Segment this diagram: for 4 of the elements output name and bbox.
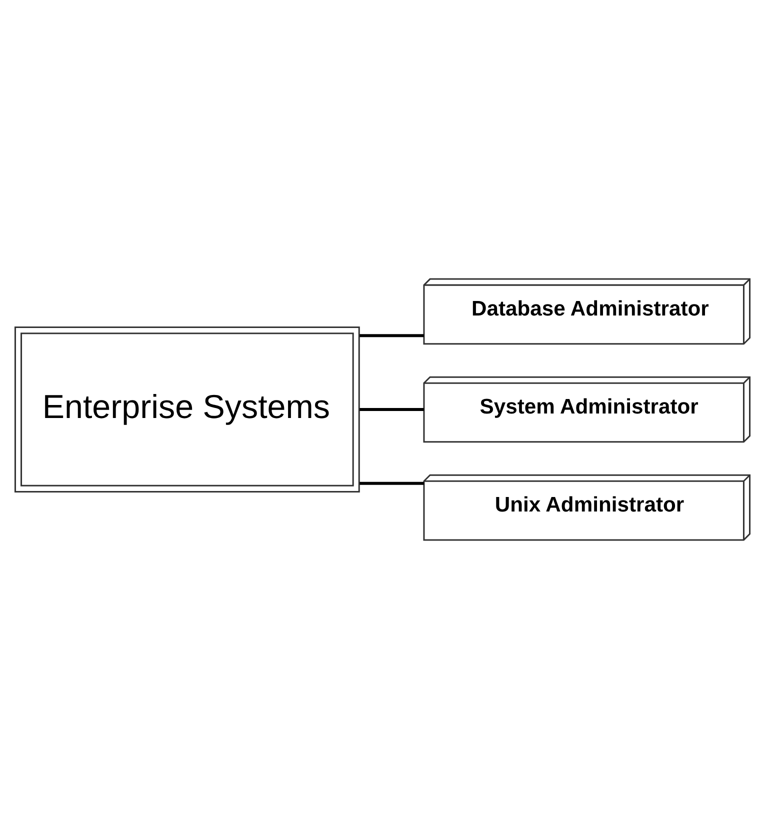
node-box: Enterprise Systems [14, 326, 360, 492]
connector [360, 334, 424, 338]
connector [360, 408, 424, 411]
connector [360, 482, 424, 485]
